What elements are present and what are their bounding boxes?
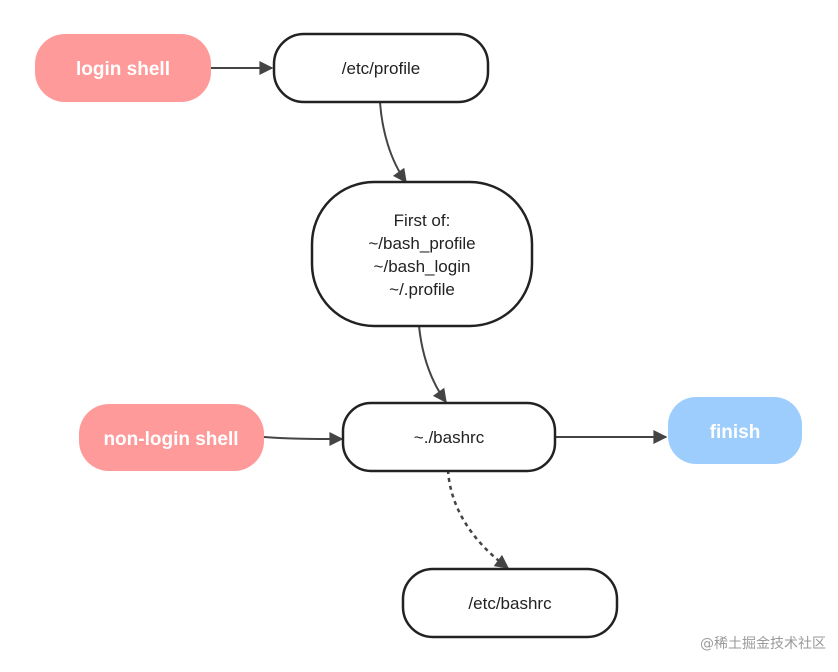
etc-bashrc-shape: [401, 567, 619, 639]
first-of-shape: [310, 180, 534, 328]
node-first-of: First of: ~/bash_profile ~/bash_login ~/…: [310, 180, 534, 328]
finish-label: finish: [710, 422, 761, 443]
bashrc-shape: [341, 401, 557, 473]
bashrc-label: ~./bashrc: [414, 428, 485, 447]
node-etc-profile: /etc/profile: [272, 32, 490, 104]
node-login-shell: login shell: [35, 34, 211, 102]
edges: [211, 61, 668, 570]
login-shell-label: login shell: [76, 59, 170, 80]
etc-bashrc-label: /etc/bashrc: [468, 594, 552, 613]
node-non-login-shell: non-login shell: [79, 404, 264, 471]
finish-shape: [668, 397, 802, 464]
node-bashrc: ~./bashrc: [341, 401, 557, 473]
etc-profile-label: /etc/profile: [342, 59, 420, 78]
watermark-text: @稀土掘金技术社区: [700, 636, 826, 652]
first-of-line-1: First of:: [394, 211, 451, 230]
non-login-shell-label: non-login shell: [103, 429, 238, 450]
login-shell-shape: [35, 34, 211, 102]
first-of-line-4: ~/.profile: [389, 280, 455, 299]
first-of-line-2: ~/bash_profile: [368, 234, 475, 253]
non-login-shell-shape: [79, 404, 264, 471]
first-of-line-3: ~/bash_login: [374, 257, 471, 276]
edge-bashrc-to-etc-bashrc: [446, 469, 510, 570]
edge-non-login-to-bashrc: [263, 431, 344, 446]
node-etc-bashrc: /etc/bashrc: [401, 567, 619, 639]
edge-first-of-to-bashrc: [418, 325, 447, 404]
edge-etc-profile-to-first-of: [379, 101, 407, 184]
etc-profile-shape: [272, 32, 490, 104]
node-finish: finish: [668, 397, 802, 464]
